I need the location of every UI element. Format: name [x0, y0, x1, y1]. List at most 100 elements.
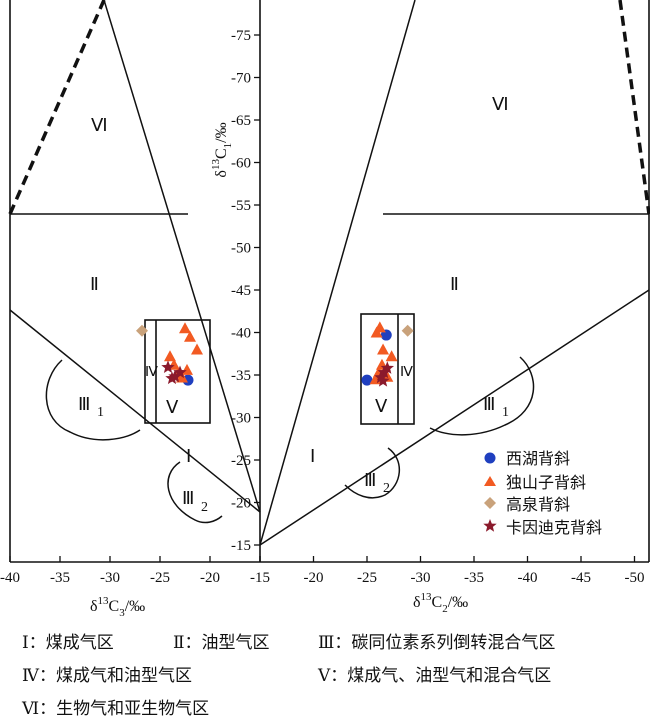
region-labels: Ⅵ Ⅵ Ⅱ Ⅱ Ⅰ Ⅰ Ⅲ 1 Ⅲ 2 Ⅲ 1 Ⅲ 2 Ⅳ Ⅳ Ⅴ Ⅴ [78, 94, 509, 515]
left-x-axis-title: δ13C3/‰ [90, 595, 145, 619]
legend-marker-dushanzi [484, 476, 496, 486]
y-tick-label: -15 [231, 538, 251, 554]
right-x-tick-label: -30 [411, 570, 431, 586]
caption-I: Ⅰ：煤成气区 [22, 633, 114, 653]
data-point-left-triangle [176, 371, 188, 383]
right-x-tick-label: -20 [304, 570, 324, 586]
left-x-tick-label: -25 [150, 570, 170, 586]
region-VI-left-label: Ⅵ [91, 115, 108, 135]
region-V-left-label: Ⅴ [166, 397, 179, 417]
caption-VI: Ⅵ：生物气和亚生物气区 [21, 699, 209, 719]
data-point-right-diamond [401, 324, 414, 337]
y-tick-label: -45 [231, 283, 251, 299]
region-III1-right-sub: 1 [502, 405, 509, 420]
y-axis-title: δ13C1/‰ [210, 122, 234, 177]
data-point-right-triangle [385, 350, 398, 362]
region-I-left-label: Ⅰ [186, 446, 191, 466]
legend: 西湖背斜 独山子背斜 高泉背斜 卡因迪克背斜 [483, 449, 602, 537]
data-point-right-star [376, 374, 390, 387]
y-tick-label: -60 [231, 156, 251, 172]
left-x-axis-ticks: -40 -35 -30 -25 -20 -15 [0, 556, 270, 586]
data-points [136, 321, 414, 387]
left-x-tick-label: -20 [200, 570, 220, 586]
region-III2-left-label: Ⅲ [182, 488, 194, 508]
data-point-left-triangle [191, 343, 203, 355]
data-point-right-circle [361, 374, 373, 386]
right-x-axis-ticks: -20 -25 -30 -35 -40 -45 -50 [259, 556, 645, 586]
data-point-right-triangle [377, 343, 390, 355]
plot-frame [9, 0, 650, 563]
data-point-left-circle [182, 374, 194, 386]
right-lower-boundary [259, 289, 650, 546]
caption-II: Ⅱ：油型气区 [173, 633, 270, 653]
y-tick-label: -75 [231, 28, 251, 44]
region-II-left-label: Ⅱ [90, 274, 99, 294]
region-III1-left-sub: 1 [97, 405, 104, 420]
left-x-tick-label: -30 [100, 570, 120, 586]
legend-label-kayindike: 卡因迪克背斜 [506, 518, 602, 537]
right-x-tick-label: -25 [357, 570, 377, 586]
left-dashed-bio-boundary [8, 0, 106, 215]
figure-caption: Ⅰ：煤成气区 Ⅱ：油型气区 Ⅲ：碳同位素系列倒转混合气区 Ⅳ：煤成气和油型气区 … [21, 633, 555, 719]
region-III1-left-label: Ⅲ [78, 394, 90, 414]
data-point-left-triangle [164, 350, 176, 362]
right-III2-curve [344, 447, 401, 499]
caption-V: Ⅴ：煤成气、油型气和混合气区 [317, 666, 551, 686]
region-I-right-label: Ⅰ [310, 446, 315, 466]
y-tick-label: -80 [231, 0, 251, 2]
left-lower-boundary [9, 309, 261, 513]
y-tick-label: -30 [231, 411, 251, 427]
y-tick-label: -65 [231, 113, 251, 129]
data-point-left-star [173, 365, 187, 379]
region-IV-left-label: Ⅳ [145, 365, 158, 380]
y-tick-label: -40 [231, 326, 251, 342]
left-upper-boundary [103, 0, 261, 513]
right-upper-boundary [259, 0, 416, 546]
y-tick-label: -20 [231, 496, 251, 512]
region-III2-right-label: Ⅲ [364, 470, 376, 490]
legend-marker-xihu [484, 452, 496, 464]
right-x-tick-label: -50 [625, 570, 645, 586]
y-tick-label: -70 [231, 71, 251, 87]
svg-text:δ13C1/‰: δ13C1/‰ [210, 122, 234, 177]
left-x-tick-label: -15 [250, 570, 270, 586]
y-tick-label: -55 [231, 198, 251, 214]
right-x-tick-label: -35 [464, 570, 484, 586]
right-x-tick-label: -45 [571, 570, 591, 586]
legend-label-dushanzi: 独山子背斜 [506, 473, 586, 492]
right-x-axis-title: δ13C2/‰ [413, 591, 468, 615]
right-dashed-bio-boundary [618, 0, 650, 215]
data-point-left-triangle [184, 330, 196, 342]
region-IV-right-label: Ⅳ [400, 365, 413, 380]
data-point-right-star [374, 370, 388, 384]
left-III1-curve [45, 359, 141, 441]
data-point-left-triangle [179, 322, 191, 334]
y-tick-label: -50 [231, 241, 251, 257]
region-III2-right-sub: 2 [383, 481, 390, 496]
left-III2-curve [167, 461, 223, 524]
right-III1-curve [429, 356, 535, 436]
y-tick-label: -25 [231, 453, 251, 469]
left-x-tick-label: -40 [0, 570, 20, 586]
region-III1-right-label: Ⅲ [483, 394, 495, 414]
data-point-right-star [380, 361, 394, 374]
data-point-right-triangle [373, 321, 386, 333]
legend-marker-kayindike [483, 519, 497, 532]
region-VI-right-label: Ⅵ [492, 94, 509, 114]
legend-label-gaoquan: 高泉背斜 [506, 495, 570, 514]
region-III2-left-sub: 2 [201, 500, 208, 515]
left-inset-box [144, 319, 211, 424]
y-axis-ticks: -15 -20 -25 -30 -35 -40 -45 -50 -55 -60 -65 -70 -75 -… [231, 0, 260, 554]
region-V-right-label: Ⅴ [375, 396, 388, 416]
caption-IV: Ⅳ：煤成气和油型气区 [22, 666, 192, 686]
left-x-tick-label: -35 [50, 570, 70, 586]
data-point-left-star [165, 371, 179, 385]
legend-marker-gaoquan [484, 497, 496, 509]
region-II-right-label: Ⅱ [450, 274, 459, 294]
caption-III: Ⅲ：碳同位素系列倒转混合气区 [318, 633, 555, 653]
y-tick-label: -35 [231, 368, 251, 384]
right-x-tick-label: -40 [518, 570, 538, 586]
inset-boxes [144, 313, 415, 425]
region-boundaries [8, 0, 650, 546]
